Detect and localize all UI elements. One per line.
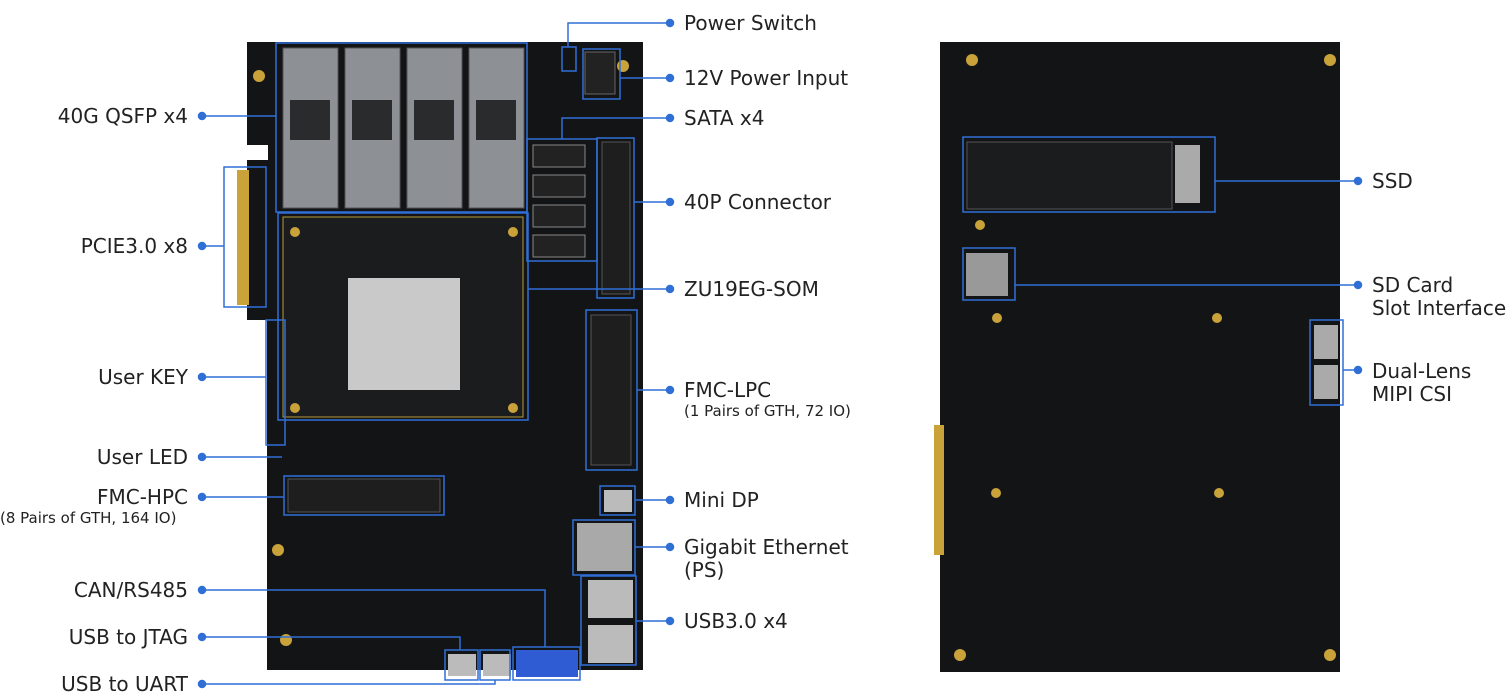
label-40p: 40P Connector xyxy=(684,190,832,214)
label-fmc-hpc: FMC-HPC xyxy=(97,486,188,509)
zynq-chip xyxy=(348,278,460,390)
front-board xyxy=(237,42,643,677)
label-can: CAN/RS485 xyxy=(73,578,188,602)
label-mipi-sub: MIPI CSI xyxy=(1372,382,1453,406)
label-fmc-lpc: FMC-LPC(1 Pairs of GTH, 72 IO) xyxy=(684,378,851,421)
label-qsfp: 40G QSFP x4 xyxy=(57,104,188,128)
label-usb-jtag: USB to JTAG xyxy=(68,625,188,649)
label-sata: SATA x4 xyxy=(684,106,765,130)
label-user-key: User KEY xyxy=(98,365,188,389)
callout-lines xyxy=(197,18,1363,689)
label-fmc-hpc-title: FMC-HPC xyxy=(96,485,188,509)
label-sd-title: SD Card xyxy=(1372,273,1454,297)
label-ethernet-title: Gigabit Ethernet xyxy=(684,535,849,559)
label-minidp: Mini DP xyxy=(684,488,759,512)
label-fmc-lpc-title: FMC-LPC xyxy=(684,378,772,402)
label-ssd: SSD xyxy=(1372,169,1413,193)
label-user-led: User LED xyxy=(96,445,188,469)
label-usb-uart: USB to UART xyxy=(61,672,188,695)
label-power-switch: Power Switch xyxy=(684,11,817,35)
label-power-input: 12V Power Input xyxy=(684,66,849,90)
back-board xyxy=(934,42,1340,672)
label-usb3: USB3.0 x4 xyxy=(684,609,788,633)
label-ethernet: Gigabit Ethernet(PS) xyxy=(684,536,849,582)
pcie-gold-fingers xyxy=(237,170,249,305)
label-pcie: PCIE3.0 x8 xyxy=(80,234,188,258)
label-sd-sub: Slot Interface xyxy=(1372,296,1507,320)
label-ethernet-sub: (PS) xyxy=(684,558,725,582)
label-fmc-hpc-sub: (8 Pairs of GTH, 164 IO) xyxy=(0,509,177,527)
label-fmc-lpc-sub: (1 Pairs of GTH, 72 IO) xyxy=(684,402,851,420)
label-som: ZU19EG-SOM xyxy=(684,277,819,301)
label-mipi-title: Dual-Lens xyxy=(1372,359,1472,383)
